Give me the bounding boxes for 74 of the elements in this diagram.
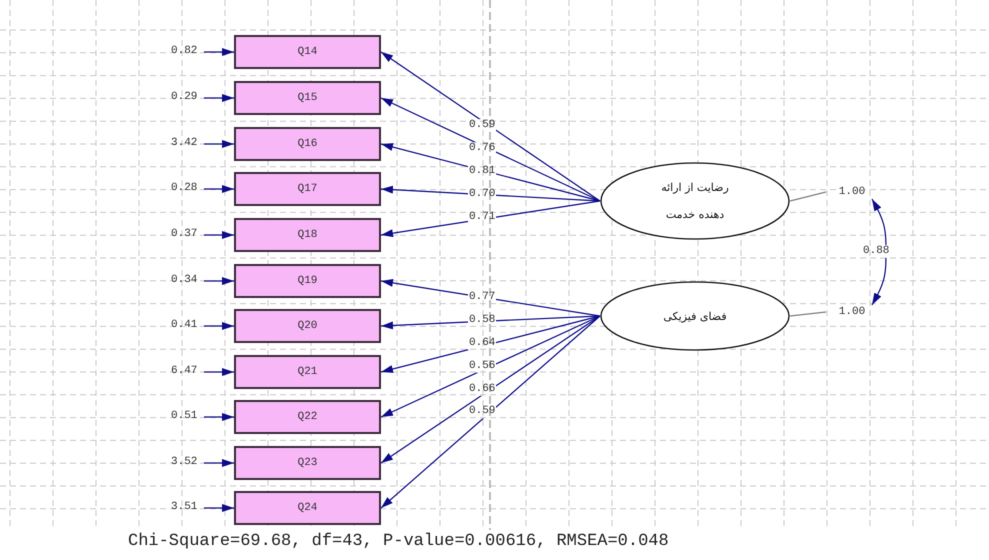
arrow <box>204 140 234 148</box>
observed-variable-box <box>234 446 381 480</box>
arrow <box>204 413 234 421</box>
edge-label: 0.81 <box>468 165 496 178</box>
arrow <box>380 316 600 508</box>
arrow <box>204 322 234 330</box>
arrow <box>380 97 600 202</box>
edge-label: 0.88 <box>862 245 890 258</box>
edge-label: 3.51 <box>170 501 198 514</box>
edge-label: 0.59 <box>468 119 496 132</box>
arrow <box>204 185 234 193</box>
arrow <box>204 459 234 467</box>
observed-variable-box <box>234 218 381 252</box>
arrow <box>380 315 600 418</box>
edge-label: 0.51 <box>170 410 198 423</box>
arrow <box>204 94 234 102</box>
observed-variable-box <box>234 491 381 525</box>
connector-line <box>790 311 826 317</box>
edge-label: 0.59 <box>468 405 496 418</box>
observed-variable-box <box>234 264 381 298</box>
edge-label: 0.56 <box>468 360 496 373</box>
observed-variable-box <box>234 400 381 434</box>
variable-name: Q16 <box>298 138 318 150</box>
variable-name: Q23 <box>298 457 318 469</box>
caption: Chi-Square=69.68, df=43, P-value=0.00616, RMSEA=0.048 <box>128 532 669 551</box>
arrow <box>204 231 234 239</box>
variable-name: Q15 <box>298 92 318 104</box>
observed-variable-box <box>234 127 381 161</box>
variable-name: Q19 <box>298 275 318 287</box>
edge-label: 3.52 <box>170 456 198 469</box>
latent-variable-name: دهنده خدمت <box>666 208 724 221</box>
edge-label: 0.64 <box>468 337 496 350</box>
edge-label: 0.34 <box>170 274 198 287</box>
edge-label: 6.47 <box>170 365 198 378</box>
edge-label: 3.42 <box>170 137 198 150</box>
arrow <box>204 504 234 512</box>
arrow <box>380 315 600 330</box>
edge-label: 0.41 <box>170 319 198 332</box>
variable-name: Q18 <box>298 229 318 241</box>
latent-variable-name: رضایت از ارائه <box>661 181 729 194</box>
edge-label: 0.77 <box>468 291 496 304</box>
arrow <box>204 277 234 285</box>
edge-label: 0.82 <box>170 45 198 58</box>
double-arrow <box>871 198 887 306</box>
arrow <box>380 186 600 202</box>
arrow <box>204 48 234 56</box>
edge-label: 0.28 <box>170 182 198 195</box>
edge-label: 0.58 <box>468 314 496 328</box>
variable-name: Q17 <box>298 183 318 195</box>
arrow <box>380 316 600 464</box>
variable-name: Q20 <box>298 320 318 332</box>
latent-variable-name: فضای فیزیکی <box>663 310 727 322</box>
arrow <box>380 315 600 373</box>
observed-variable-box <box>234 355 381 389</box>
variable-name: Q21 <box>298 366 318 378</box>
edge-label: 0.66 <box>468 382 496 396</box>
connector-line <box>790 191 826 202</box>
arrow <box>380 52 600 202</box>
observed-variable-box <box>234 35 381 69</box>
arrow <box>380 143 600 202</box>
variable-name: Q24 <box>298 502 318 514</box>
variable-name: Q14 <box>298 46 318 58</box>
edge-label: 0.29 <box>170 91 198 104</box>
edge-label: 0.37 <box>170 228 198 241</box>
arrow <box>380 278 600 317</box>
observed-variable-box <box>234 81 381 115</box>
edge-label: 0.70 <box>468 188 496 201</box>
observed-variable-box <box>234 309 381 343</box>
edge-label: 0.76 <box>468 142 496 156</box>
observed-variable-box <box>234 172 381 206</box>
variable-name: Q22 <box>298 411 318 423</box>
edge-label: 0.71 <box>468 211 496 224</box>
arrow <box>380 200 600 238</box>
arrow <box>204 368 234 376</box>
